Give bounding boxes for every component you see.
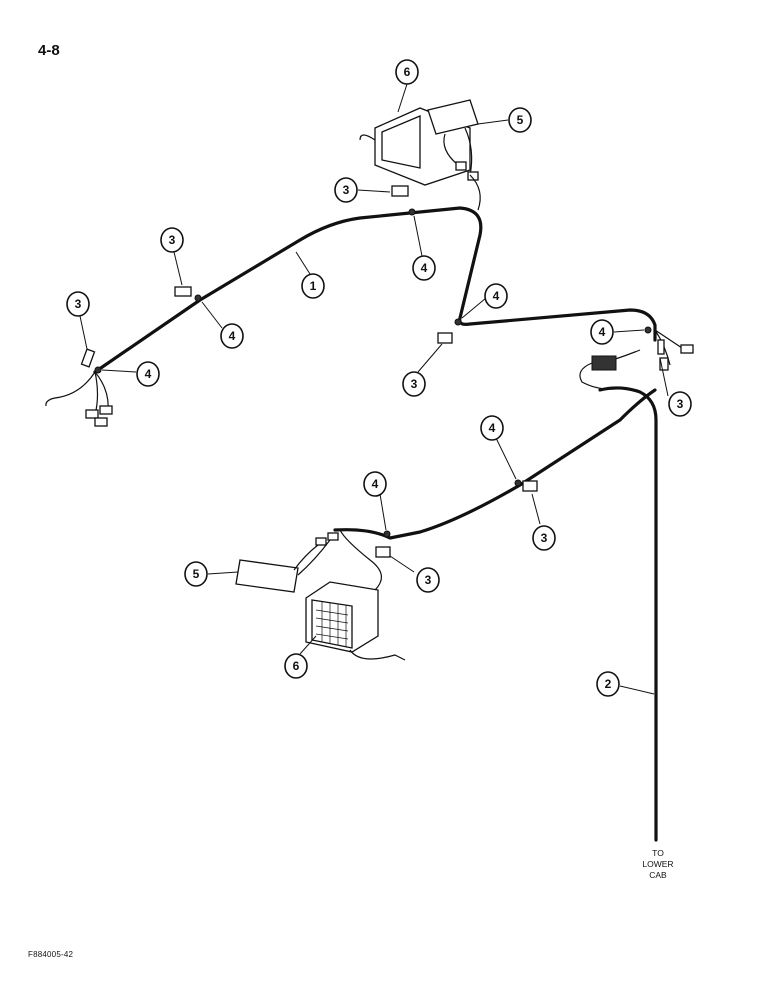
note-line-1: TO [652, 848, 664, 858]
svg-text:4: 4 [421, 261, 428, 275]
harness-upper [93, 206, 657, 374]
clip-lower-mid [375, 546, 391, 558]
callout-4-center: 4 [484, 283, 508, 309]
tie-lower-mid [383, 530, 391, 538]
callout-4-right: 4 [590, 319, 614, 345]
svg-text:3: 3 [75, 297, 82, 311]
note-line-2: LOWER [642, 859, 673, 869]
clip-left-end [80, 348, 96, 368]
svg-text:2: 2 [605, 677, 612, 691]
upper-lamp-wire [469, 174, 481, 211]
clip-upper-left [174, 286, 192, 297]
harness-to-cab [598, 386, 658, 842]
callout-3-right: 3 [668, 391, 692, 417]
callout-2: 2 [596, 671, 620, 697]
page-number: 4-8 [38, 42, 60, 59]
svg-text:3: 3 [343, 183, 350, 197]
svg-text:4: 4 [599, 325, 606, 339]
callout-1: 1 [301, 273, 325, 299]
clip-lower-right [522, 480, 538, 492]
leader-lines [79, 83, 669, 695]
callout-3-upper-mid: 3 [334, 177, 358, 203]
left-connector-3 [94, 417, 108, 427]
svg-text:3: 3 [425, 573, 432, 587]
callout-6-lower: 6 [284, 653, 308, 679]
svg-text:3: 3 [677, 397, 684, 411]
right-connector-2 [659, 357, 669, 371]
callout-4-upper-mid: 4 [412, 255, 436, 281]
left-connector-2 [99, 405, 113, 415]
junction-loop [579, 362, 626, 390]
tie-right [644, 326, 652, 334]
tie-upper-mid [408, 208, 416, 216]
svg-text:4: 4 [229, 329, 236, 343]
tie-left-end [94, 366, 102, 374]
callout-4-lower-mid: 4 [363, 471, 387, 497]
callout-3-center: 3 [402, 371, 426, 397]
svg-text:5: 5 [193, 567, 200, 581]
svg-text:1: 1 [310, 279, 317, 293]
callout-4-upper-left: 4 [220, 323, 244, 349]
svg-text:3: 3 [541, 531, 548, 545]
left-pigtail [45, 371, 109, 416]
callout-6-upper: 6 [395, 59, 419, 85]
svg-text:4: 4 [489, 421, 496, 435]
callout-4-lower-right: 4 [480, 415, 504, 441]
callout-5-lower: 5 [184, 561, 208, 587]
junction-connector [591, 355, 617, 371]
clip-upper-mid [391, 185, 409, 197]
clip-right [657, 339, 665, 355]
callout-3-upper-left: 3 [160, 227, 184, 253]
tie-center [454, 318, 462, 326]
tie-upper-left [194, 294, 202, 302]
callout-3-left-end: 3 [66, 291, 90, 317]
lower-flood-lamp [305, 529, 406, 661]
svg-text:3: 3 [169, 233, 176, 247]
harness-lower [333, 388, 657, 540]
svg-text:6: 6 [293, 659, 300, 673]
svg-text:3: 3 [411, 377, 418, 391]
figure-code: F884005-42 [28, 950, 74, 959]
clip-center [437, 332, 453, 344]
callout-4-left-end: 4 [136, 361, 160, 387]
upper-warning-lamp [427, 99, 479, 181]
left-connector-1 [85, 409, 99, 419]
tie-lower-right [514, 479, 522, 487]
callout-3-lower-right: 3 [532, 525, 556, 551]
callout-5-upper: 5 [508, 107, 532, 133]
svg-text:5: 5 [517, 113, 524, 127]
svg-text:4: 4 [145, 367, 152, 381]
lower-warning-lamp [235, 532, 339, 593]
svg-text:4: 4 [493, 289, 500, 303]
svg-text:6: 6 [404, 65, 411, 79]
callout-3-lower-mid: 3 [416, 567, 440, 593]
right-connector-1 [680, 344, 694, 354]
note-line-3: CAB [649, 870, 667, 880]
svg-text:4: 4 [372, 477, 379, 491]
